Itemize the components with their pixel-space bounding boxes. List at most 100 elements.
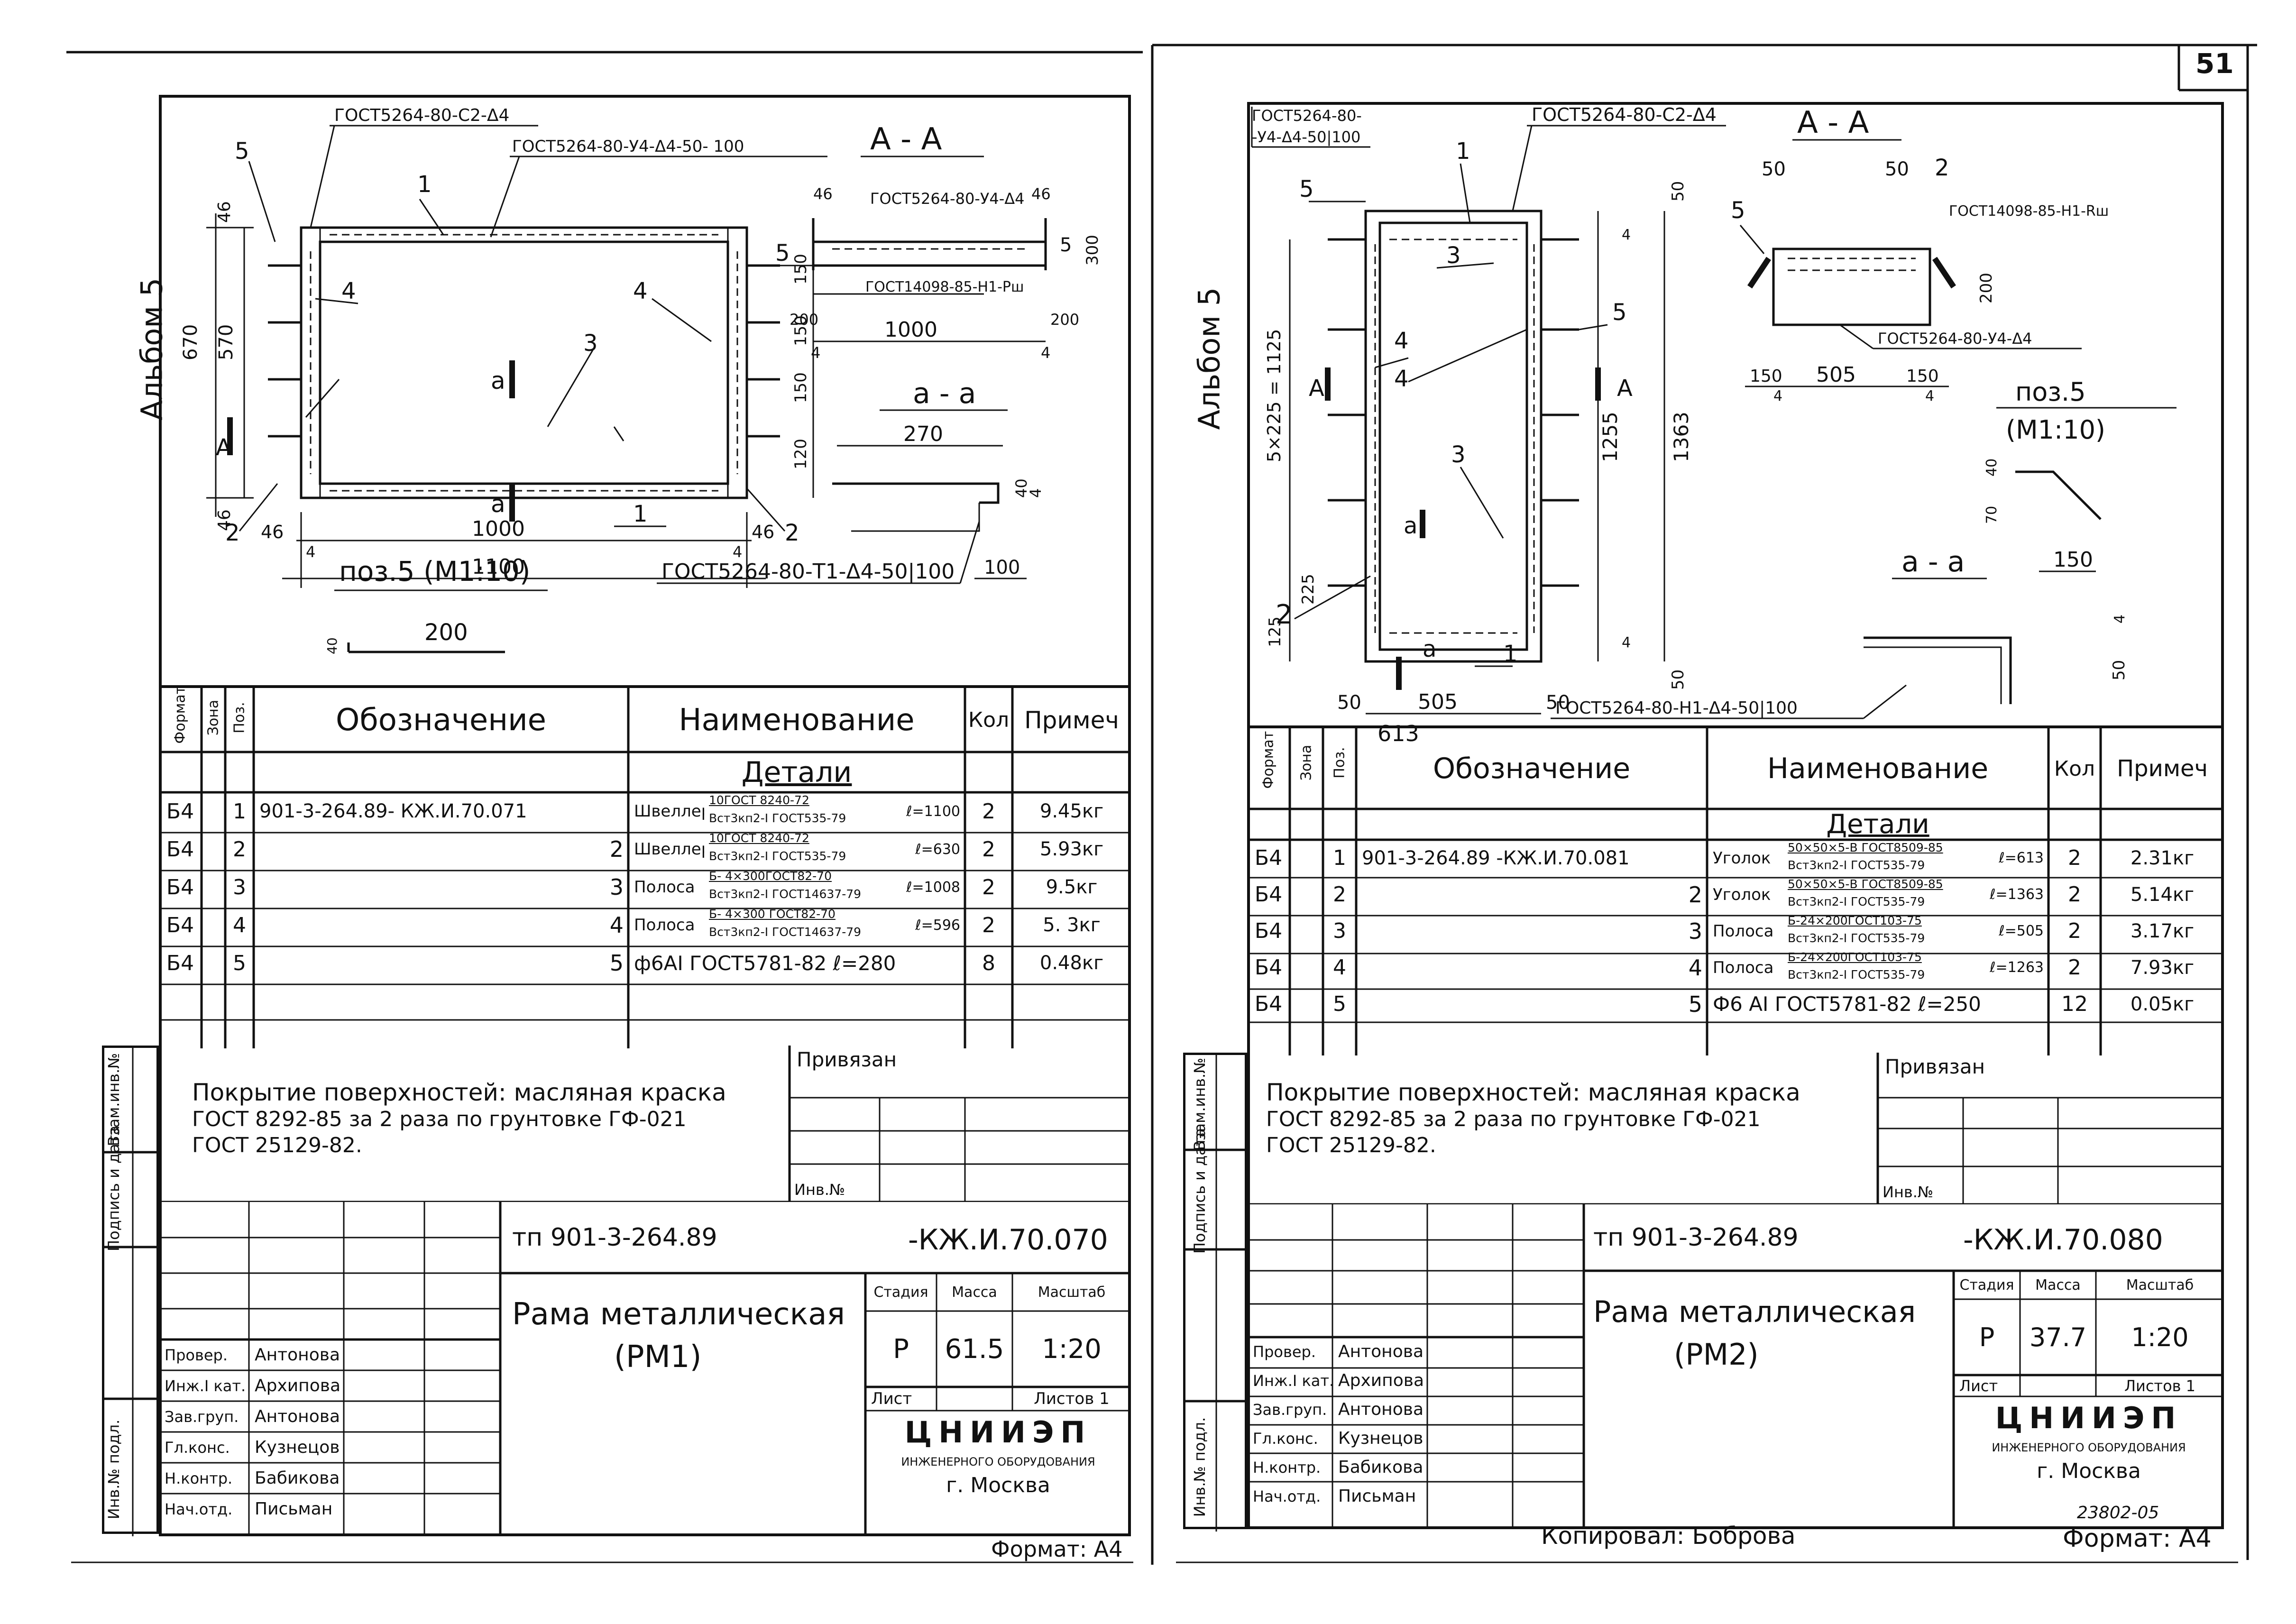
right-row-qty: 2 (2068, 955, 2081, 980)
left-row-format: Б4 (166, 913, 194, 937)
svg-text:1000: 1000 (884, 318, 937, 342)
right-role-name: Антонова (1338, 1400, 1424, 1419)
left-coating-line-2: ГОСТ 8292-85 за 2 раза по грунтовке ГФ-0… (192, 1107, 687, 1131)
right-row-designation: 4 (1688, 954, 1702, 981)
right-row-name-length: ℓ=613 (1999, 850, 2044, 866)
svg-text:125: 125 (1266, 616, 1285, 647)
left-row-pos: 3 (233, 875, 246, 899)
right-dim-613: 613 (1378, 721, 1419, 746)
right-org-city: г. Москва (2037, 1459, 2141, 1483)
left-row-name-main: Швеллер (634, 840, 704, 859)
right-row-name-length: ℓ=1363 (1990, 886, 2044, 903)
left-row-name-bottom: Вст3кп2-I ГОСТ14637-79 (709, 887, 862, 901)
right-row-format: Б4 (1254, 955, 1283, 980)
left-row-designation: 901-3-264.89- КЖ.И.70.071 (259, 800, 527, 822)
left-row-name-top: 10ГОСТ 8240-72 (709, 793, 809, 807)
right-row-name-top: 50×50×5-В ГОСТ8509-85 (1788, 841, 1943, 854)
right-mass: 37.7 (2029, 1322, 2087, 1352)
left-row-note: 5. 3кг (1043, 914, 1101, 936)
left-row-name-length: ℓ=1008 (906, 879, 960, 896)
right-scale-hdr: Масштаб (2126, 1276, 2194, 1294)
svg-text:505: 505 (1418, 690, 1458, 714)
svg-text:225: 225 (1299, 574, 1318, 605)
left-row-name-length: ℓ=630 (915, 841, 960, 858)
left-row-note: 9.5кг (1046, 876, 1098, 898)
right-row-format: Б4 (1254, 919, 1283, 943)
right-row-qty: 2 (2068, 919, 2081, 943)
svg-text:46: 46 (1031, 185, 1051, 203)
left-doc-code: -КЖ.И.70.070 (908, 1223, 1108, 1257)
right-role: Н.контр. (1253, 1458, 1321, 1477)
svg-text:50: 50 (1669, 181, 1688, 202)
svg-text:40: 40 (1012, 478, 1030, 498)
left-format-label: Формат: А4 (991, 1536, 1123, 1562)
left-frame-inner (319, 240, 729, 485)
left-row-name-main: Швеллер (634, 802, 704, 821)
right-binding-label: Привязан (1885, 1055, 1985, 1078)
left-row-format: Б4 (166, 837, 194, 862)
right-role: Провер. (1253, 1342, 1316, 1361)
svg-text:a: a (491, 367, 505, 395)
right-sheet-hdr: Лист (1959, 1376, 1998, 1395)
left-hdr-zone: Зона (205, 699, 222, 736)
svg-text:4: 4 (733, 543, 742, 561)
left-row-pos: 5 (233, 951, 246, 975)
right-frame-outer (1364, 210, 1543, 663)
right-row-name-main: Полоса (1713, 921, 1774, 941)
svg-text:4: 4 (1622, 634, 1631, 651)
svg-text:a: a (491, 490, 505, 518)
left-binding-label: Привязан (797, 1048, 897, 1071)
left-row-name-length: ℓ=596 (915, 917, 960, 934)
svg-text:A: A (1309, 375, 1324, 402)
svg-text:4: 4 (341, 278, 356, 304)
right-row-note: 7.93кг (2130, 956, 2195, 979)
right-format-label: Формат: А4 (2063, 1524, 2212, 1553)
right-row-note: 0.05кг (2130, 993, 2195, 1015)
svg-text:3: 3 (1451, 441, 1466, 468)
right-spec-table: Формат Зона Поз. Обозначение Наименовани… (1247, 725, 2224, 1055)
right-role-name: Бабикова (1338, 1458, 1424, 1477)
svg-text:4: 4 (1622, 227, 1631, 243)
right-row-note: 5.14кг (2130, 883, 2195, 906)
svg-text:50: 50 (1337, 692, 1361, 714)
svg-text:1: 1 (1503, 641, 1518, 667)
svg-text:ГОСТ5264-80-У4-Δ4-50- 100: ГОСТ5264-80-У4-Δ4-50- 100 (512, 137, 744, 156)
left-row-format: Б4 (166, 875, 194, 899)
svg-text:505: 505 (1816, 363, 1856, 387)
left-row-name-main: Полоса (634, 878, 695, 897)
right-mass-hdr: Масса (2035, 1276, 2081, 1294)
svg-text:5: 5 (1060, 234, 1072, 256)
left-role: Зав.груп. (165, 1407, 239, 1426)
right-row-pos: 2 (1333, 882, 1346, 907)
svg-text:2: 2 (785, 520, 799, 546)
svg-text:5: 5 (1731, 197, 1745, 224)
left-row-designation: 4 (609, 912, 624, 938)
left-row-name-bottom: Вст3кп2-I ГОСТ535-79 (709, 849, 846, 863)
left-title-line2: (РМ1) (614, 1340, 702, 1375)
left-role: Н.контр. (165, 1469, 233, 1487)
right-row-designation: 2 (1688, 881, 1702, 908)
left-row-pos: 4 (233, 913, 246, 937)
right-row-qty: 2 (2068, 882, 2081, 907)
svg-text:-У4-Δ4-50|100: -У4-Δ4-50|100 (1252, 128, 1360, 146)
svg-text:150: 150 (2053, 548, 2093, 572)
left-hdr-designation: Обозначение (335, 702, 547, 738)
right-stage-hdr: Стадия (1959, 1276, 2014, 1294)
left-notes-block: Покрытие поверхностей: масляная краска Г… (159, 1046, 1131, 1202)
right-section-details: Детали (1826, 809, 1929, 840)
left-row-name-main: Полоса (634, 916, 695, 935)
left-hdr-format: Формат (172, 686, 189, 744)
svg-text:а - а: а - а (913, 377, 976, 410)
right-row-designation: 901-3-264.89 -КЖ.И.70.081 (1362, 847, 1630, 869)
right-hdr-zone: Зона (1298, 744, 1315, 781)
right-row-pos: 1 (1333, 846, 1346, 870)
right-row-name-bottom: Вст3кп2-I ГОСТ535-79 (1788, 858, 1925, 872)
left-org-name: ЦНИИЭП (904, 1414, 1092, 1450)
right-role: Инж.I кат. (1253, 1371, 1332, 1390)
svg-text:2: 2 (1935, 155, 1949, 181)
left-hdr-pos: Поз. (231, 702, 248, 734)
svg-text:a: a (1404, 513, 1417, 539)
svg-text:4: 4 (1041, 344, 1050, 362)
svg-text:150: 150 (791, 254, 810, 284)
